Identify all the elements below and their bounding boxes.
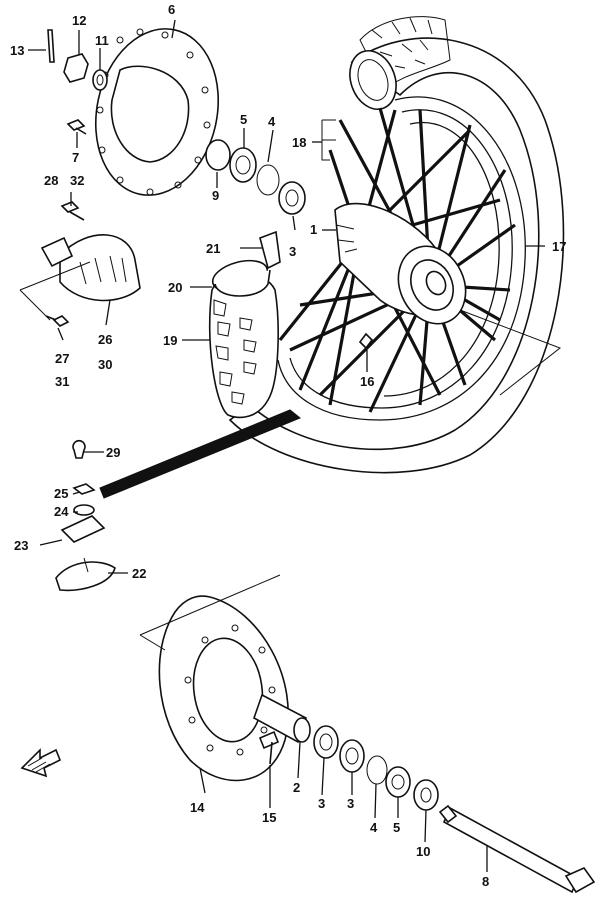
label-part-3b: 3 xyxy=(318,796,325,811)
label-part-27: 27 xyxy=(55,351,69,366)
label-part-8: 8 xyxy=(482,874,489,889)
label-part-5b: 5 xyxy=(393,820,400,835)
label-part-20: 20 xyxy=(168,280,182,295)
label-part-12: 12 xyxy=(72,13,86,28)
label-part-3c: 3 xyxy=(347,796,354,811)
label-part-23: 23 xyxy=(14,538,28,553)
label-part-4a: 4 xyxy=(268,114,276,129)
label-part-15: 15 xyxy=(262,810,276,825)
upper-left-fasteners xyxy=(40,29,141,327)
label-part-17: 17 xyxy=(552,239,566,254)
label-part-6: 6 xyxy=(168,2,175,17)
label-part-2: 2 xyxy=(293,780,300,795)
label-part-3a: 3 xyxy=(289,244,296,259)
label-part-24: 24 xyxy=(54,504,69,519)
label-part-19: 19 xyxy=(163,333,177,348)
label-part-14: 14 xyxy=(190,800,205,815)
label-part-5a: 5 xyxy=(240,112,247,127)
label-part-13: 13 xyxy=(10,43,24,58)
front-direction-arrow-icon xyxy=(20,748,62,778)
label-part-1: 1 xyxy=(310,222,317,237)
label-part-26: 26 xyxy=(98,332,112,347)
spokes xyxy=(278,107,516,413)
label-part-9: 9 xyxy=(212,188,219,203)
projection-lines xyxy=(19,119,562,651)
tire-section xyxy=(208,230,281,419)
label-part-11: 11 xyxy=(95,33,109,48)
label-part-25: 25 xyxy=(54,486,68,501)
label-part-28: 28 xyxy=(44,173,58,188)
part-number-labels: 13 12 11 6 7 5 4 18 9 28 32 1 21 3 17 20… xyxy=(10,2,566,889)
label-part-30: 30 xyxy=(98,357,112,372)
label-part-4b: 4 xyxy=(370,820,378,835)
label-part-29: 29 xyxy=(106,445,120,460)
hub-bearings-upper xyxy=(205,139,306,215)
rear-axle-parts xyxy=(253,693,596,894)
label-part-22: 22 xyxy=(132,566,146,581)
label-part-21: 21 xyxy=(206,241,220,256)
tire-tread-top xyxy=(359,16,451,91)
label-part-16: 16 xyxy=(360,374,374,389)
leader-wedge xyxy=(99,409,301,499)
label-part-7: 7 xyxy=(72,150,79,165)
label-part-32: 32 xyxy=(70,173,84,188)
rear-wheel-assembly xyxy=(228,16,565,474)
label-part-10: 10 xyxy=(416,844,430,859)
leader-lines xyxy=(28,19,545,872)
brake-disc xyxy=(94,28,220,196)
chain-adjuster-parts xyxy=(55,439,116,592)
label-part-31: 31 xyxy=(55,374,69,389)
rear-sprocket xyxy=(158,595,289,782)
label-part-18: 18 xyxy=(292,135,306,150)
